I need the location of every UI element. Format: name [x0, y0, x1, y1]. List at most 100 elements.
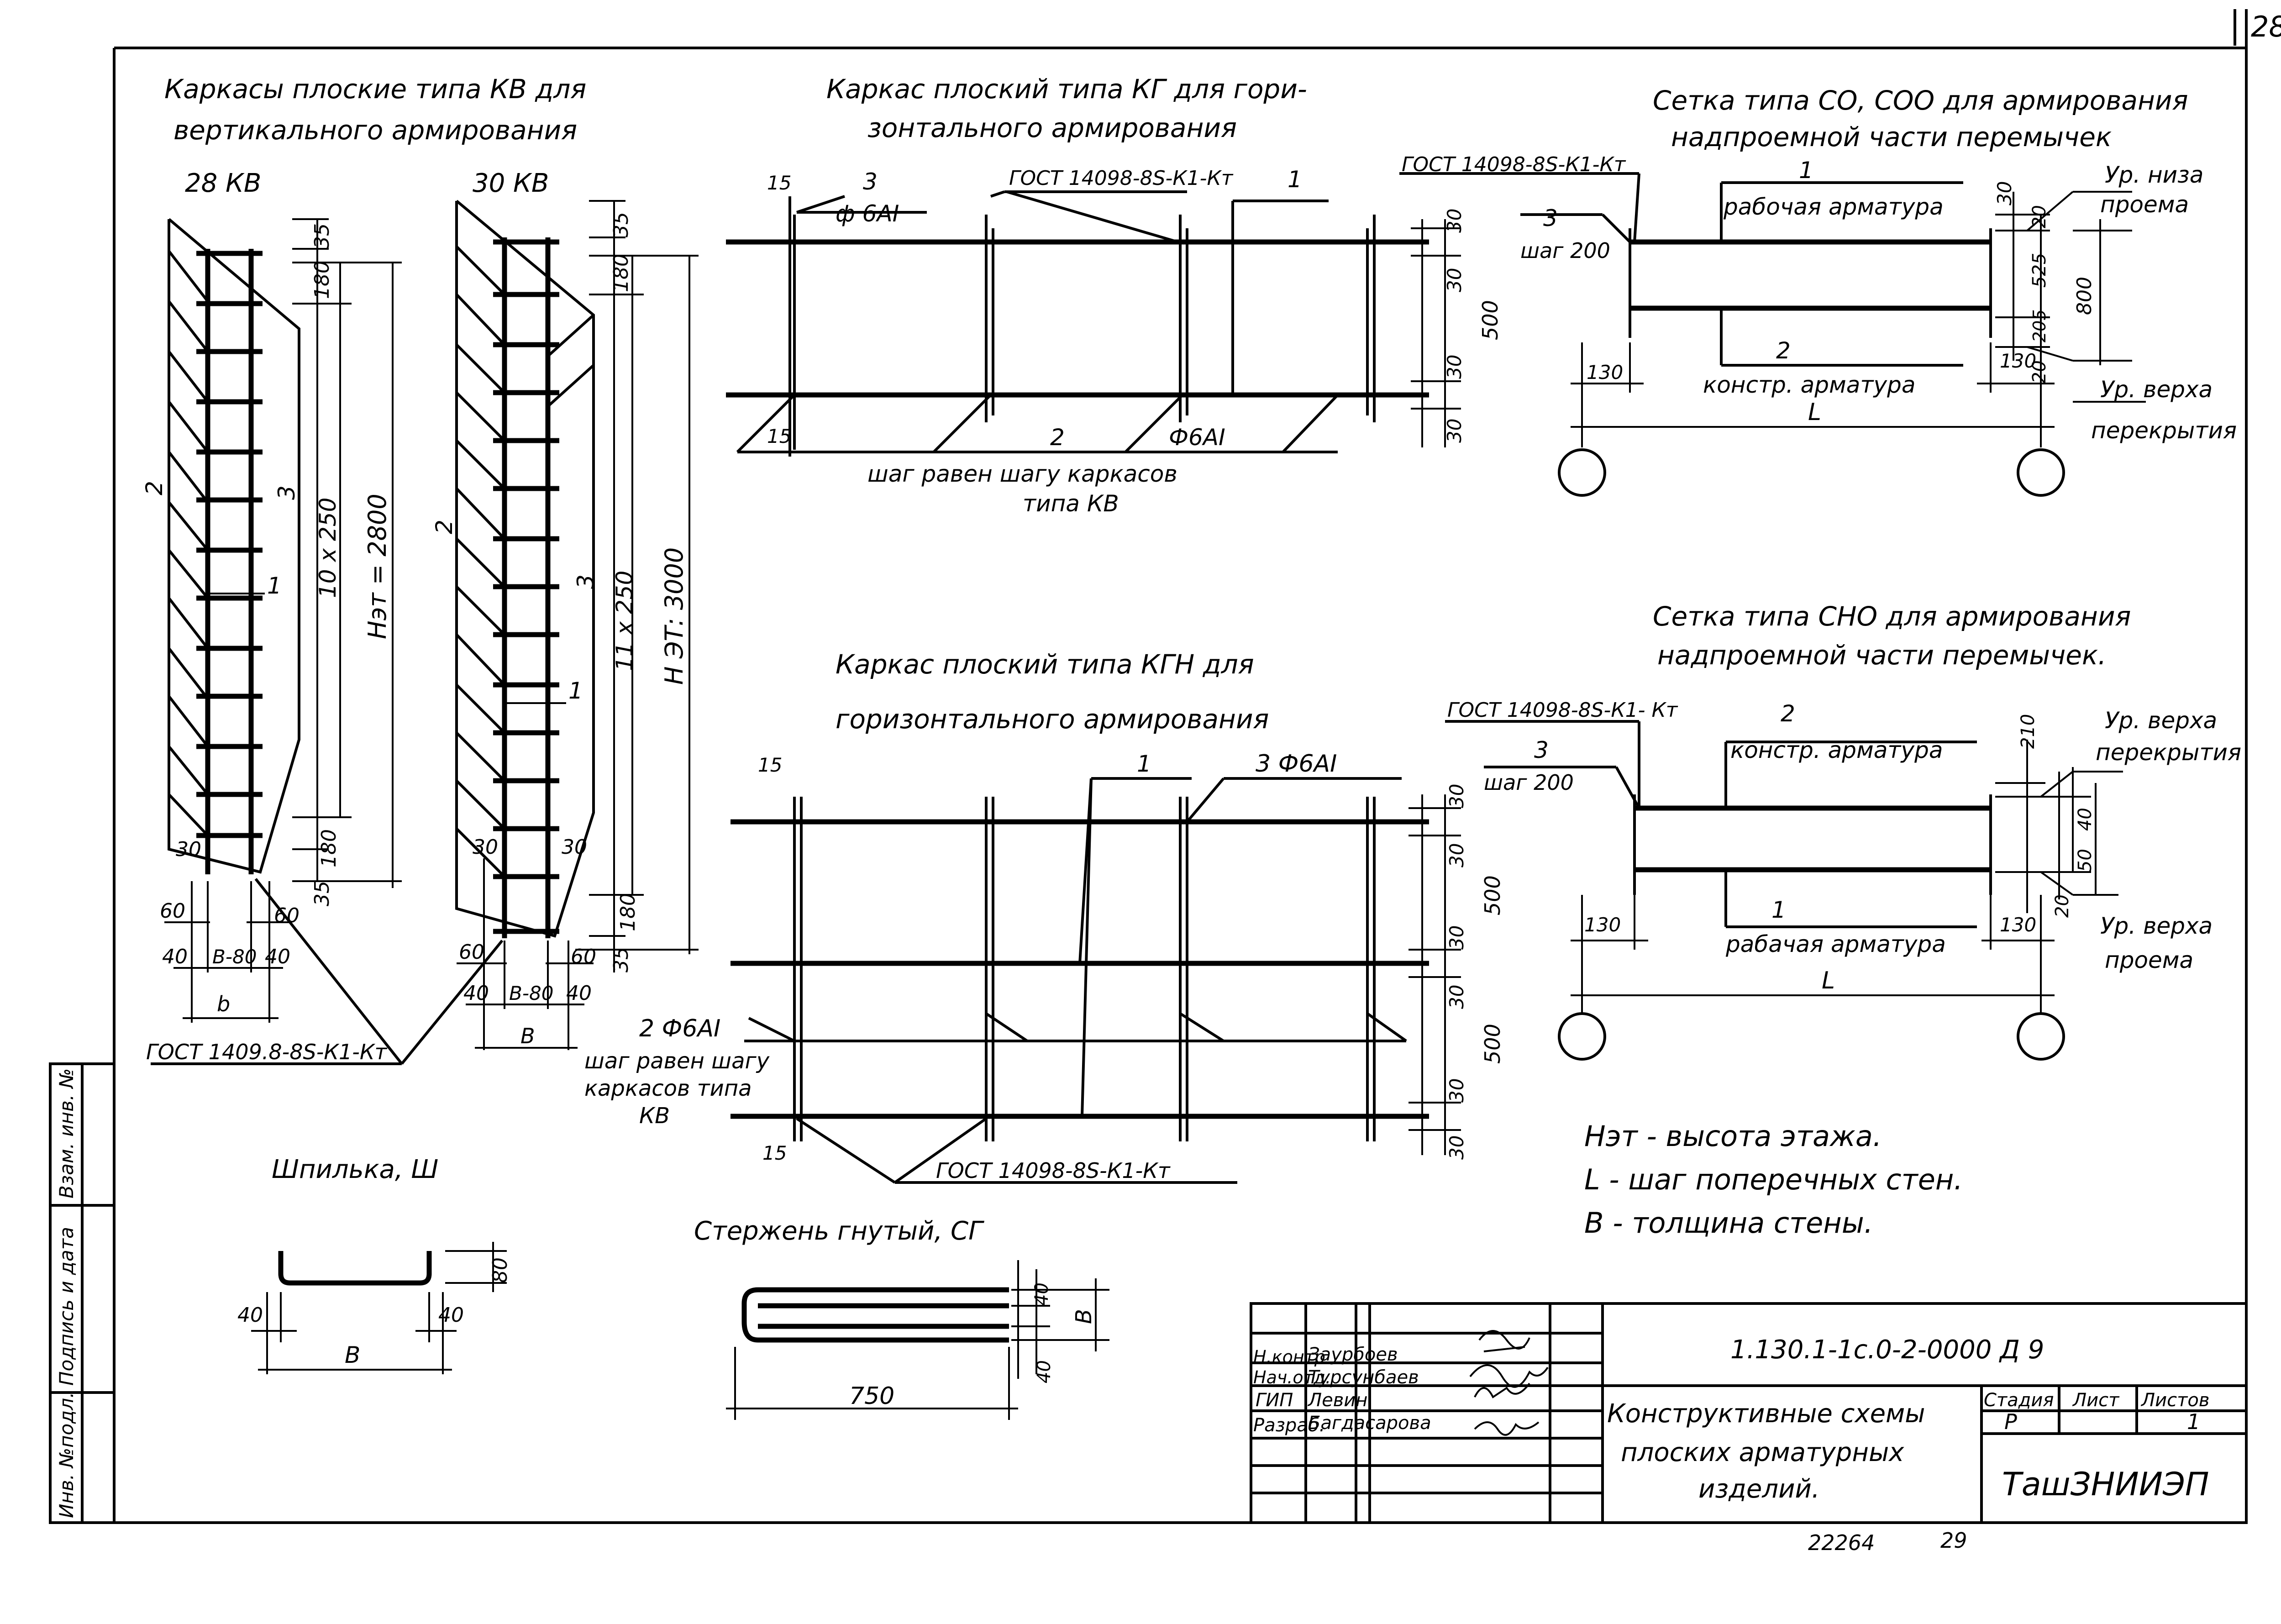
cho-pos3: 3 — [1534, 737, 1549, 763]
kv-left-d180: 180 — [310, 261, 334, 299]
tb-role-1: Н.контр — [1253, 1347, 1325, 1367]
kv-left-pos3: 3 — [273, 485, 300, 500]
co-pos2-label: констр. арматура — [1703, 372, 1915, 398]
kgn-section: Каркас плоский типа КГН для горизонтальн… — [584, 649, 1505, 1184]
kgn-d30f: 30 — [1445, 1135, 1468, 1160]
kv-right-b80: В-80 — [509, 982, 553, 1004]
cho-pos1-label: рабачая арматура — [1725, 931, 1946, 957]
rod-title: Стержень гнутый, СГ — [694, 1216, 984, 1246]
kv-title-line1: Каркасы плоские типа КВ для — [164, 74, 586, 105]
cho-lvl-top2: перекрытия — [2096, 739, 2241, 766]
legend-line2: L - шаг поперечных стен. — [1584, 1163, 1963, 1196]
kg-d500: 500 — [1478, 300, 1503, 340]
stamp-signature-date: Подпись и дата — [55, 1227, 78, 1386]
tb-sheets-header: Листов — [2140, 1390, 2209, 1411]
tb-code: 1.130.1-1с.0-2-0000 Д 9 — [1730, 1335, 2044, 1365]
kv-right-pos1: 1 — [568, 678, 583, 704]
stamp-vzam-inv: Взам. инв. № — [55, 1068, 78, 1198]
kgn-pos3: 3 Ф6АI — [1256, 750, 1337, 778]
cho-gost: ГОСТ 14098-8S-К1- Кт — [1447, 699, 1678, 722]
kv-left-d40b: 40 — [265, 945, 290, 968]
kgn-note-line3: КВ — [639, 1103, 670, 1129]
kv-left-frame: 35 180 10 x 250 Нэт = 2800 180 35 2 3 1 … — [141, 218, 403, 1065]
kv-right-d40a: 40 — [463, 982, 489, 1005]
kg-note-line2: типа КВ — [1023, 490, 1119, 517]
tb-title-line1: Конструктивные схемы — [1607, 1399, 1925, 1429]
co-d525: 525 — [2029, 253, 2050, 288]
co-lvl-bot1: Ур. верха — [2100, 376, 2213, 403]
tb-role-4: Разраб. — [1253, 1415, 1325, 1436]
pin-d40b: 40 — [438, 1303, 464, 1327]
kgn-note-line1: шаг равен шагу — [584, 1048, 770, 1074]
co-d30: 30 — [1993, 181, 2016, 205]
kv-section: Каркасы плоские типа КВ для вертикальног… — [141, 74, 699, 1065]
cho-d130a: 130 — [1584, 914, 1621, 936]
pin-d80: 80 — [489, 1257, 512, 1283]
tb-role-3: ГИП — [1256, 1390, 1293, 1411]
kgn-d30a: 30 — [1445, 784, 1468, 808]
kgn-d30d: 30 — [1445, 985, 1468, 1009]
kgn-title-line2: горизонтального армирования — [836, 704, 1269, 735]
kgn-title-line1: Каркас плоский типа КГН для — [836, 649, 1254, 680]
pin-title: Шпилька, Ш — [272, 1155, 438, 1184]
kv-right-d40b: 40 — [566, 982, 592, 1005]
pin-section: Шпилька, Ш 80 40 40 В — [237, 1155, 512, 1374]
kg-pos2-dia: Ф6АI — [1169, 424, 1225, 451]
kg-d30a: 30 — [1443, 209, 1466, 233]
cho-pos2-label: констр. арматура — [1730, 737, 1943, 763]
kg-title-line2: зонтального армирования — [867, 112, 1237, 143]
tb-stage: Р — [2004, 1409, 2017, 1434]
tb-sheet-header: Лист — [2072, 1390, 2120, 1411]
kv-right-spacing: 11 x 250 — [611, 571, 638, 671]
legend: Нэт - высота этажа. L - шаг поперечных с… — [1584, 1119, 1963, 1240]
cho-section: Сетка типа СНО для армирования надпроемн… — [1445, 601, 2241, 1061]
footer-number: 22264 — [1808, 1530, 1875, 1555]
kg-title-line1: Каркас плоский типа КГ для гори- — [826, 74, 1307, 105]
co-span: L — [1808, 399, 1821, 426]
kgn-d30e: 30 — [1445, 1078, 1468, 1103]
footer-page: 29 — [1940, 1528, 1967, 1553]
kg-pos2: 2 — [1050, 424, 1065, 451]
kv-right-frame: 35 180 11 x 250 Н ЭТ: 3000 180 35 2 3 1 … — [151, 200, 699, 1065]
tb-name-4: Багдасарова — [1308, 1413, 1431, 1434]
kv-right-height: Н ЭТ: 3000 — [660, 547, 689, 685]
kv-left-b80: В-80 — [212, 946, 257, 968]
co-pos1: 1 — [1799, 157, 1813, 184]
kv-left-d40a: 40 — [162, 945, 188, 968]
tb-sheets: 1 — [2187, 1409, 2200, 1434]
kg-d30d: 30 — [1443, 419, 1466, 443]
kgn-d30c: 30 — [1445, 925, 1468, 950]
tb-title-line2: плоских арматурных — [1621, 1438, 1904, 1467]
cho-title-line2: надпроемной части перемычек. — [1657, 640, 2106, 671]
kv-right-d35: 35 — [610, 212, 633, 237]
kv-right-d180: 180 — [610, 254, 633, 292]
kgn-d500b: 500 — [1480, 1024, 1505, 1064]
kv-right-pos3: 3 — [573, 574, 599, 589]
rod-b: В — [1071, 1309, 1097, 1324]
kg-note-line1: шаг равен шагу каркасов — [867, 461, 1177, 487]
cho-d50: 50 — [2075, 849, 2096, 872]
kv-left-d30: 30 — [176, 838, 201, 861]
kgn-d30b: 30 — [1445, 843, 1468, 867]
kg-d15b: 15 — [767, 425, 791, 447]
cho-lvl-top1: Ур. верха — [2105, 707, 2217, 734]
kv-right-label: 30 КВ — [473, 168, 549, 198]
kgn-d15b: 15 — [762, 1142, 787, 1164]
page-number: 28 — [2251, 10, 2281, 43]
rod-len: 750 — [849, 1382, 894, 1410]
kgn-d15a: 15 — [758, 754, 782, 776]
co-lvl-top2: проема — [2100, 191, 2189, 218]
tb-name-3: Левин — [1307, 1390, 1367, 1411]
co-pos2: 2 — [1776, 337, 1791, 364]
signature-scribbles — [1469, 1330, 1549, 1436]
co-d20b: 20 — [2029, 360, 2050, 384]
kv-left-d180b: 180 — [317, 829, 341, 867]
co-pos3: 3 — [1543, 205, 1558, 231]
kv-right-d60b: 60 — [571, 945, 596, 968]
rod-d40a: 40 — [1031, 1282, 1052, 1306]
kgn-pos2: 2 Ф6АI — [639, 1015, 720, 1042]
kv-right-d30a: 30 — [473, 836, 498, 859]
pin-d40a: 40 — [237, 1303, 263, 1327]
kg-d15a: 15 — [767, 172, 791, 194]
kv-left-d35b: 35 — [310, 881, 334, 906]
